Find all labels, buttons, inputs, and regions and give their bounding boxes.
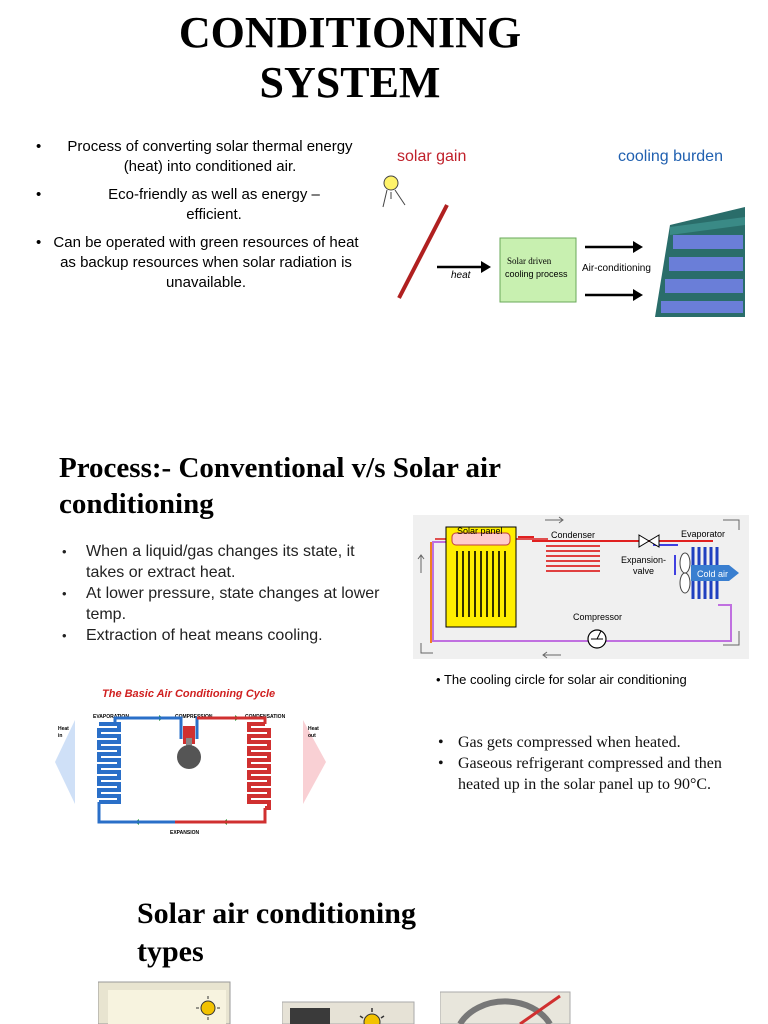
output-arrow-bottom [585, 289, 643, 301]
solar-cooling-circle-diagram: Solar panel Condenser Expansion- valve E… [413, 515, 749, 659]
heat-in-arrow [55, 720, 75, 804]
heat-out-label-2: out [308, 733, 316, 739]
cold-air-arrow [691, 565, 739, 581]
solar-gain-label: solar gain [397, 148, 466, 165]
sun-icon [382, 175, 406, 208]
condenser-label: Condenser [551, 530, 595, 540]
process-bullet: When a liquid/gas changes its state, it … [60, 541, 390, 583]
types-heading-line-2: types [137, 935, 204, 968]
process-bullet: At lower pressure, state changes at lowe… [60, 583, 390, 625]
solar-panel-label: Solar panel [457, 526, 503, 536]
air-conditioning-label: Air-conditioning [582, 263, 651, 274]
box-line-1: Solar driven [507, 256, 552, 266]
type-thumbnail-3 [440, 991, 571, 1024]
section-heading-types: Solar air conditioning types [137, 895, 557, 971]
type-thumbnail-2 [282, 1001, 415, 1024]
gauge-needle [519, 994, 561, 1024]
heat-out-arrow [303, 720, 326, 804]
cold-air-label: Cold air [697, 569, 728, 579]
solar-collector-bar [397, 204, 449, 299]
expansion-label-1: Expansion- [621, 555, 666, 565]
compressor-label: Compressor [573, 612, 622, 622]
heat-arrow [437, 261, 491, 273]
process-bullet: Extraction of heat means cooling. [60, 625, 390, 646]
heat-out-label-1: Heat [308, 726, 319, 732]
solar-process-bullet: Gas gets compressed when heated. [436, 732, 736, 753]
title-line-2: SYSTEM [259, 58, 441, 107]
basic-ac-cycle-diagram: The Basic Air Conditioning Cycle Heat in… [55, 688, 326, 836]
evaporator-label: Evaporator [681, 529, 725, 539]
solar-process-bullet-list: Gas gets compressed when heated. Gaseous… [436, 732, 736, 795]
solar-driven-process-box [499, 237, 577, 303]
evaporator-coil-icon [97, 722, 121, 804]
types-heading-line-1: Solar air conditioning [137, 897, 416, 930]
heat-in-label-1: Heat [58, 726, 69, 732]
expansion-label: EXPANSION [170, 830, 199, 836]
type-thumbnail-1 [98, 981, 231, 1024]
caption-bullet: • [436, 672, 444, 687]
ac-cycle-title: The Basic Air Conditioning Cycle [102, 688, 275, 700]
intro-bullet: Process of converting solar thermal ener… [36, 137, 368, 177]
heat-in-label-2: in [58, 733, 62, 739]
caption-text: The cooling circle for solar air conditi… [443, 672, 687, 687]
cooling-circle-caption: • The cooling circle for solar air condi… [436, 671, 687, 689]
heading-line-2: conditioning [59, 488, 214, 520]
cooling-burden-label: cooling burden [618, 148, 723, 165]
compressor-icon [177, 726, 201, 769]
page-title: CONDITIONING SYSTEM [0, 8, 700, 108]
title-line-1: CONDITIONING [178, 8, 522, 57]
flow-arrows [417, 516, 740, 659]
solar-process-bullet: Gaseous refrigerant compressed and then … [436, 753, 736, 795]
intro-bullet-list: Process of converting solar thermal ener… [36, 137, 368, 301]
building-icon [655, 207, 745, 317]
expansion-valve-icon [638, 534, 660, 548]
intro-bullet: Eco-friendly as well as energy – efficie… [36, 185, 368, 225]
fan-icon [679, 552, 691, 594]
expansion-label-2: valve [633, 566, 654, 576]
intro-bullet: Can be operated with green resources of … [36, 233, 368, 293]
section-heading-process: Process:- Conventional v/s Solar air con… [59, 450, 619, 522]
compression-label: COMPRESSION [175, 714, 213, 720]
solar-panel-icon [445, 526, 517, 628]
heading-line-1: Process:- Conventional v/s Solar air [59, 452, 501, 484]
condenser-coil-icon [247, 722, 271, 810]
sun-icon [359, 1008, 385, 1024]
condenser-coil-icon [546, 545, 600, 572]
sun-icon [196, 996, 220, 1020]
heat-label: heat [451, 270, 472, 281]
evaporation-label: EVAPORATION [93, 714, 129, 720]
solar-cooling-diagram: solar gain cooling burden heat Solar dri… [375, 135, 750, 325]
output-arrow-top [585, 241, 643, 253]
box-line-2: cooling process [505, 269, 568, 279]
process-bullet-list: When a liquid/gas changes its state, it … [60, 541, 390, 646]
compressor-icon [587, 629, 607, 649]
